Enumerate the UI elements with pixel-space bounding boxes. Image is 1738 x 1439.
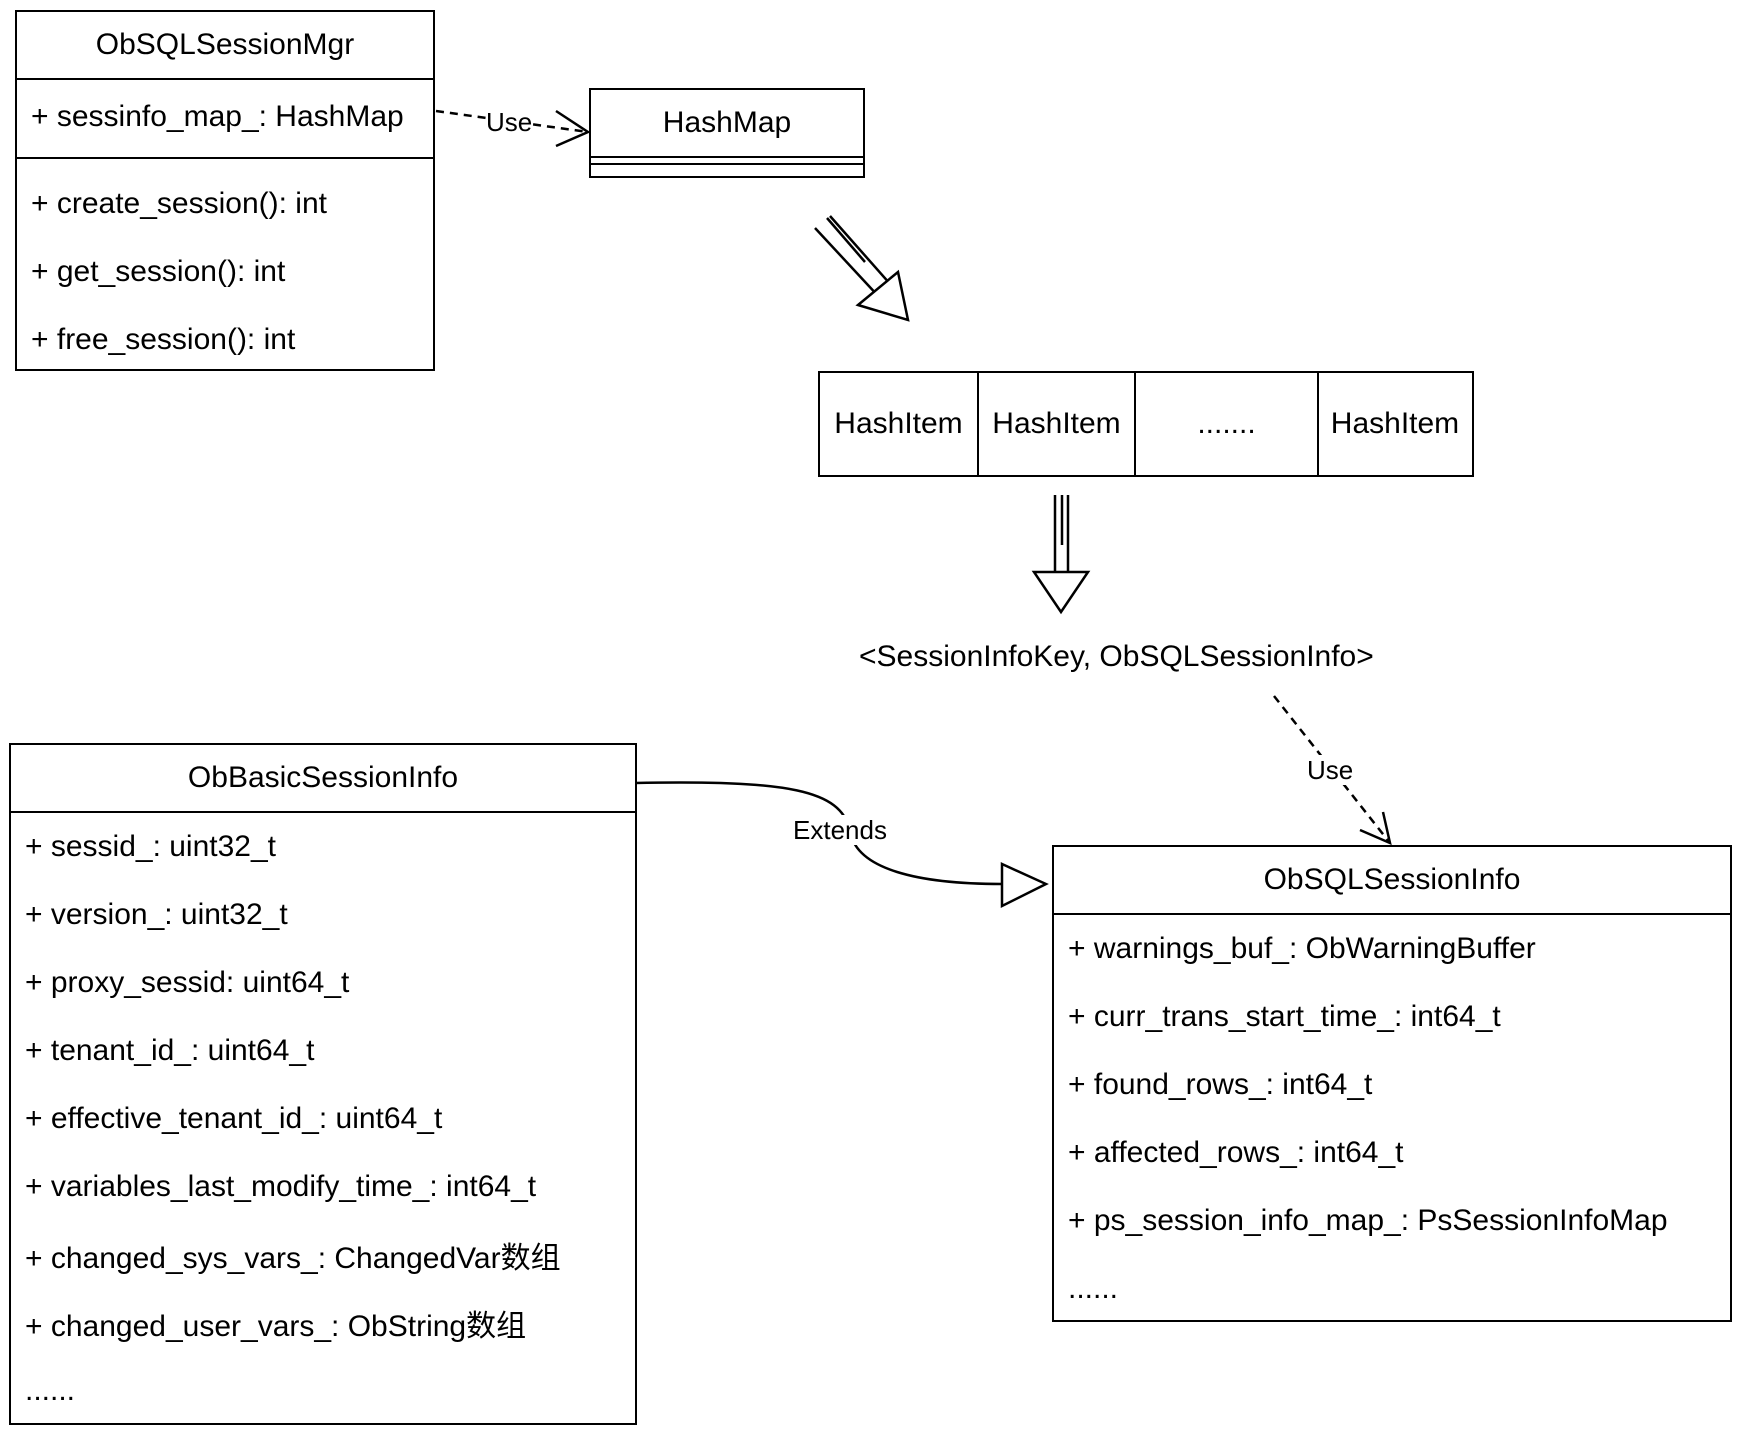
- hash-item-array[interactable]: HashItem HashItem ....... HashItem: [818, 371, 1474, 477]
- method-row: + get_session(): int: [31, 255, 286, 288]
- attribute-row: + tenant_id_: uint64_t: [25, 1034, 315, 1067]
- hash-item-ellipsis: .......: [1134, 373, 1317, 475]
- attribute-row: + found_rows_: int64_t: [1068, 1068, 1373, 1101]
- attribute-row: + curr_trans_start_time_: int64_t: [1068, 1000, 1501, 1033]
- class-name: ObSQLSessionMgr: [17, 12, 433, 80]
- class-name: HashMap: [591, 90, 863, 158]
- composition-arrow-down: [1031, 495, 1091, 615]
- class-obsqlsessionmgr[interactable]: ObSQLSessionMgr + sessinfo_map_: HashMap…: [15, 10, 435, 371]
- class-name: ObSQLSessionInfo: [1054, 847, 1730, 915]
- extends-arrowhead: [1000, 862, 1049, 909]
- attribute-row: + version_: uint32_t: [25, 898, 288, 931]
- use-arrowhead-top: [555, 109, 591, 148]
- class-name: ObBasicSessionInfo: [11, 745, 635, 813]
- attribute-row: + changed_sys_vars_: ChangedVar数组: [25, 1242, 561, 1275]
- hash-item: HashItem: [1317, 373, 1471, 475]
- use-label-right: Use: [1307, 755, 1354, 785]
- attribute-row: + sessinfo_map_: HashMap: [31, 100, 404, 133]
- hashmap-empty-section: [591, 158, 863, 165]
- methods-section: + create_session(): int + get_session():…: [17, 159, 433, 374]
- attributes-section: + sessid_: uint32_t + version_: uint32_t…: [11, 813, 635, 1425]
- class-obsqlsessioninfo[interactable]: ObSQLSessionInfo + warnings_buf_: ObWarn…: [1052, 845, 1732, 1322]
- use-dependency-line-right: [1273, 695, 1391, 844]
- attribute-row-ellipsis: ......: [25, 1374, 76, 1407]
- attributes-section: + sessinfo_map_: HashMap: [17, 80, 433, 159]
- attribute-row: + proxy_sessid: uint64_t: [25, 966, 350, 999]
- attribute-row-ellipsis: ......: [1068, 1272, 1119, 1305]
- hash-item: HashItem: [834, 407, 963, 440]
- composition-arrow-diagonal: [814, 215, 910, 322]
- attribute-row: + ps_session_info_map_: PsSessionInfoMap: [1068, 1204, 1668, 1237]
- attribute-row: + affected_rows_: int64_t: [1068, 1136, 1404, 1169]
- attribute-row: + sessid_: uint32_t: [25, 830, 277, 863]
- class-obbasicsessioninfo[interactable]: ObBasicSessionInfo + sessid_: uint32_t +…: [9, 743, 637, 1425]
- attribute-row: + effective_tenant_id_: uint64_t: [25, 1102, 443, 1135]
- use-label-top: Use: [486, 107, 533, 137]
- attribute-row: + changed_user_vars_: ObString数组: [25, 1310, 527, 1343]
- class-hashmap[interactable]: HashMap: [589, 88, 865, 178]
- hash-item: HashItem: [977, 373, 1134, 475]
- method-row: + create_session(): int: [31, 187, 327, 220]
- attributes-section: + warnings_buf_: ObWarningBuffer + curr_…: [1054, 915, 1730, 1323]
- method-row: + free_session(): int: [31, 323, 296, 356]
- attribute-row: + variables_last_modify_time_: int64_t: [25, 1170, 537, 1203]
- use-arrowhead-right: [1359, 811, 1392, 846]
- attribute-row: + warnings_buf_: ObWarningBuffer: [1068, 932, 1536, 965]
- key-value-pair-label: <SessionInfoKey, ObSQLSessionInfo>: [859, 640, 1374, 673]
- extends-label: Extends: [793, 815, 887, 845]
